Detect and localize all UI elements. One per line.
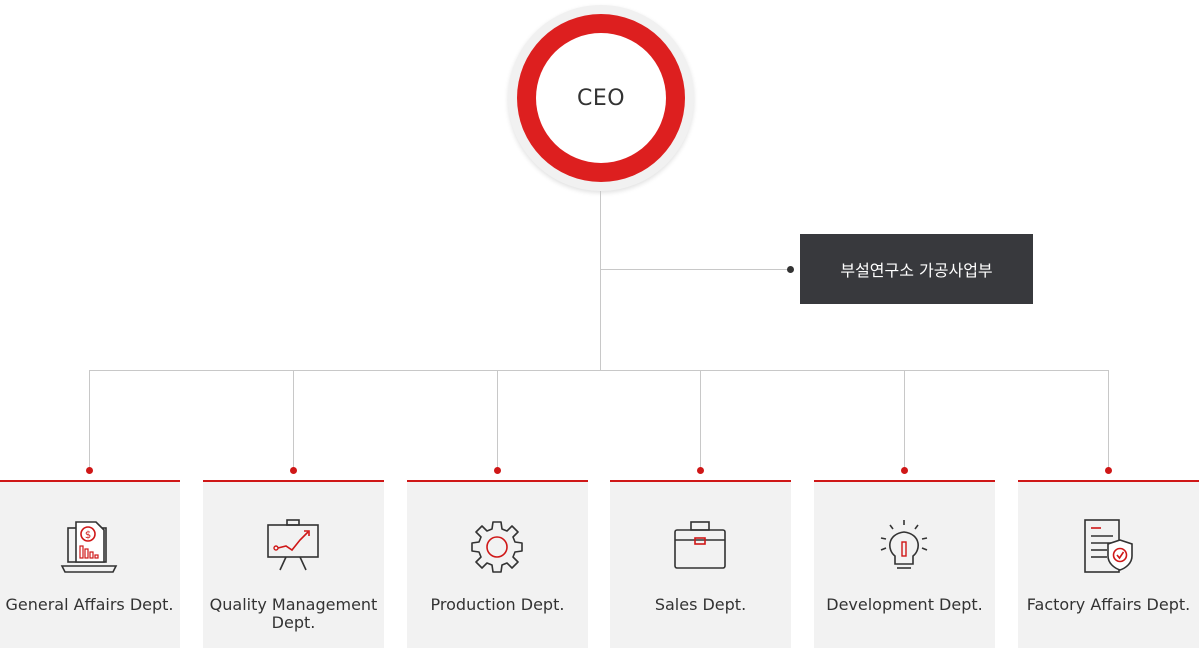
dept-label: Factory Affairs Dept. — [1026, 595, 1191, 614]
dept-card-factory-affairs: Factory Affairs Dept. — [1018, 480, 1199, 648]
dept-card-production: Production Dept. — [407, 480, 588, 648]
lab-box: 부설연구소 가공사업부 — [800, 234, 1033, 304]
ceo-ring: CEO — [517, 14, 685, 182]
dept-label: Sales Dept. — [654, 595, 747, 614]
dept-drop-line — [89, 370, 90, 470]
dept-card-sales: Sales Dept. — [610, 480, 791, 648]
lightbulb-icon — [880, 520, 928, 569]
dept-label: Quality Management Dept. — [209, 595, 378, 632]
dept-drop-line — [293, 370, 294, 470]
dept-label: Production Dept. — [430, 595, 565, 614]
dept-connector-dot — [86, 467, 93, 474]
dept-card-development: Development Dept. — [814, 480, 995, 648]
document-shield-icon — [1084, 519, 1133, 573]
presentation-chart-icon — [267, 519, 319, 571]
ceo-node: CEO — [508, 5, 694, 191]
gear-icon — [471, 521, 523, 573]
lab-label: 부설연구소 가공사업부 — [840, 261, 993, 280]
dept-drop-line — [1108, 370, 1109, 470]
dept-card-quality-management: Quality Management Dept. — [203, 480, 384, 648]
briefcase-icon — [674, 521, 726, 569]
dept-label: Development Dept. — [826, 595, 983, 614]
lab-branch-line — [600, 269, 790, 270]
dept-connector-dot — [1105, 467, 1112, 474]
dept-label: General Affairs Dept. — [5, 595, 174, 614]
dept-connector-dot — [901, 467, 908, 474]
dept-bus-line — [89, 370, 1109, 371]
dept-connector-dot — [290, 467, 297, 474]
dept-card-general-affairs: $ General Affairs Dept. — [0, 480, 180, 648]
dept-drop-line — [904, 370, 905, 470]
dept-drop-line — [700, 370, 701, 470]
ceo-label: CEO — [536, 33, 666, 163]
dept-drop-line — [497, 370, 498, 470]
dept-connector-dot — [697, 467, 704, 474]
lab-connector-dot — [787, 266, 794, 273]
svg-text:$: $ — [85, 530, 91, 541]
dept-connector-dot — [494, 467, 501, 474]
finance-report-icon: $ — [60, 521, 118, 573]
ceo-trunk-line — [600, 191, 601, 371]
